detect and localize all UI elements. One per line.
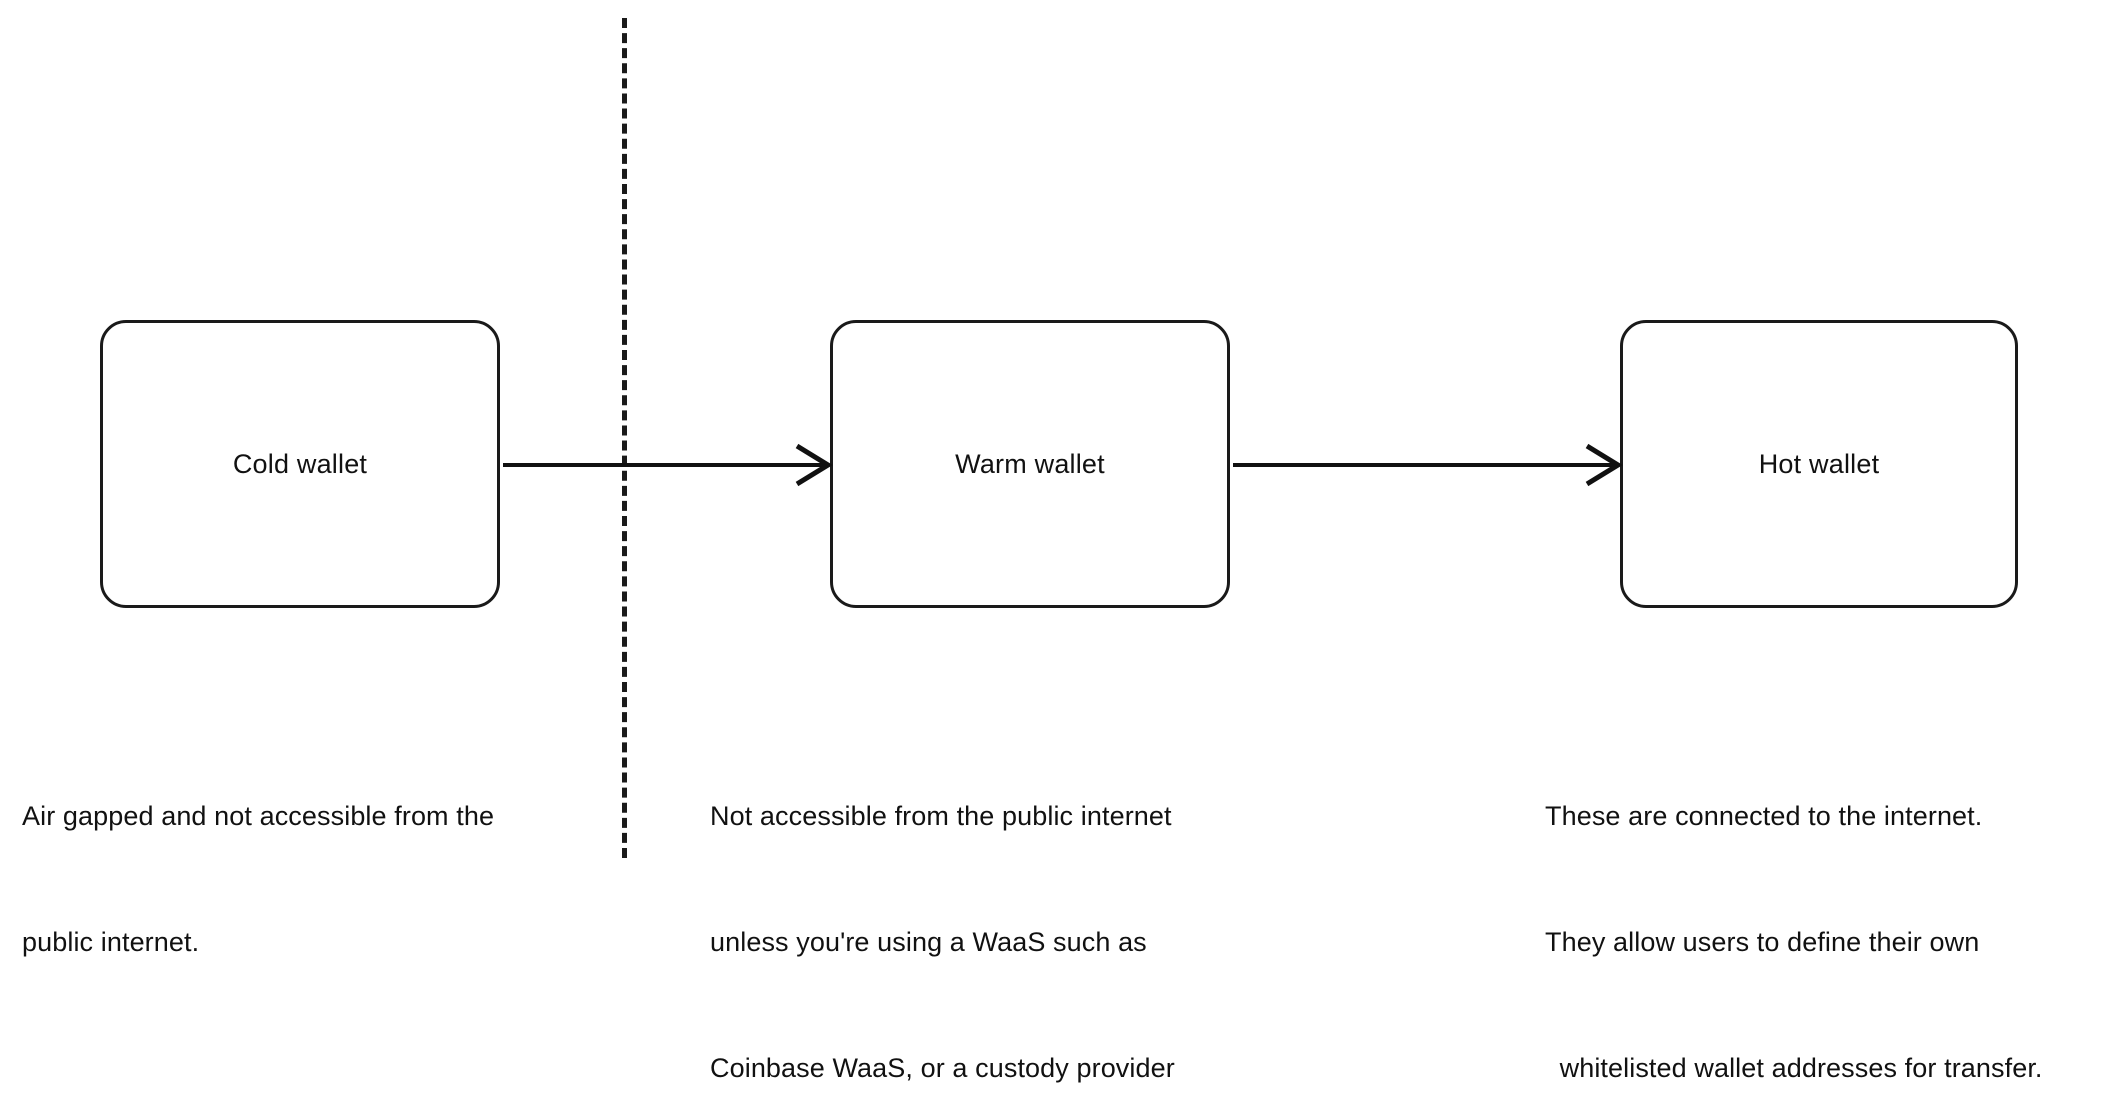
note-line-spacer <box>22 1047 602 1089</box>
warm-wallet-box[interactable]: Warm wallet <box>830 320 1230 608</box>
arrow-warm-to-hot <box>1233 443 1623 487</box>
note-line: public internet. <box>22 927 200 957</box>
note-line: unless you're using a WaaS such as <box>710 927 1147 957</box>
hot-wallet-box[interactable]: Hot wallet <box>1620 320 2018 608</box>
warm-wallet-note: Not accessible from the public internet … <box>710 711 1410 1093</box>
air-gap-divider-line <box>622 18 627 858</box>
hot-wallet-label: Hot wallet <box>1758 448 1880 479</box>
note-line: Not accessible from the public internet <box>710 801 1172 831</box>
hot-wallet-note: These are connected to the internet. The… <box>1545 711 2121 1093</box>
warm-wallet-label: Warm wallet <box>955 448 1105 479</box>
note-line: whitelisted wallet addresses for transfe… <box>1552 1053 2043 1083</box>
note-line: Air gapped and not accessible from the <box>22 801 495 831</box>
note-line: They allow users to define their own <box>1545 927 1980 957</box>
cold-wallet-box[interactable]: Cold wallet <box>100 320 500 608</box>
note-line: These are connected to the internet. <box>1545 801 1983 831</box>
note-line: Coinbase WaaS, or a custody provider <box>710 1053 1175 1083</box>
cold-wallet-note: Air gapped and not accessible from the p… <box>22 711 602 1093</box>
cold-wallet-label: Cold wallet <box>232 448 368 479</box>
arrow-cold-to-warm <box>503 443 833 487</box>
